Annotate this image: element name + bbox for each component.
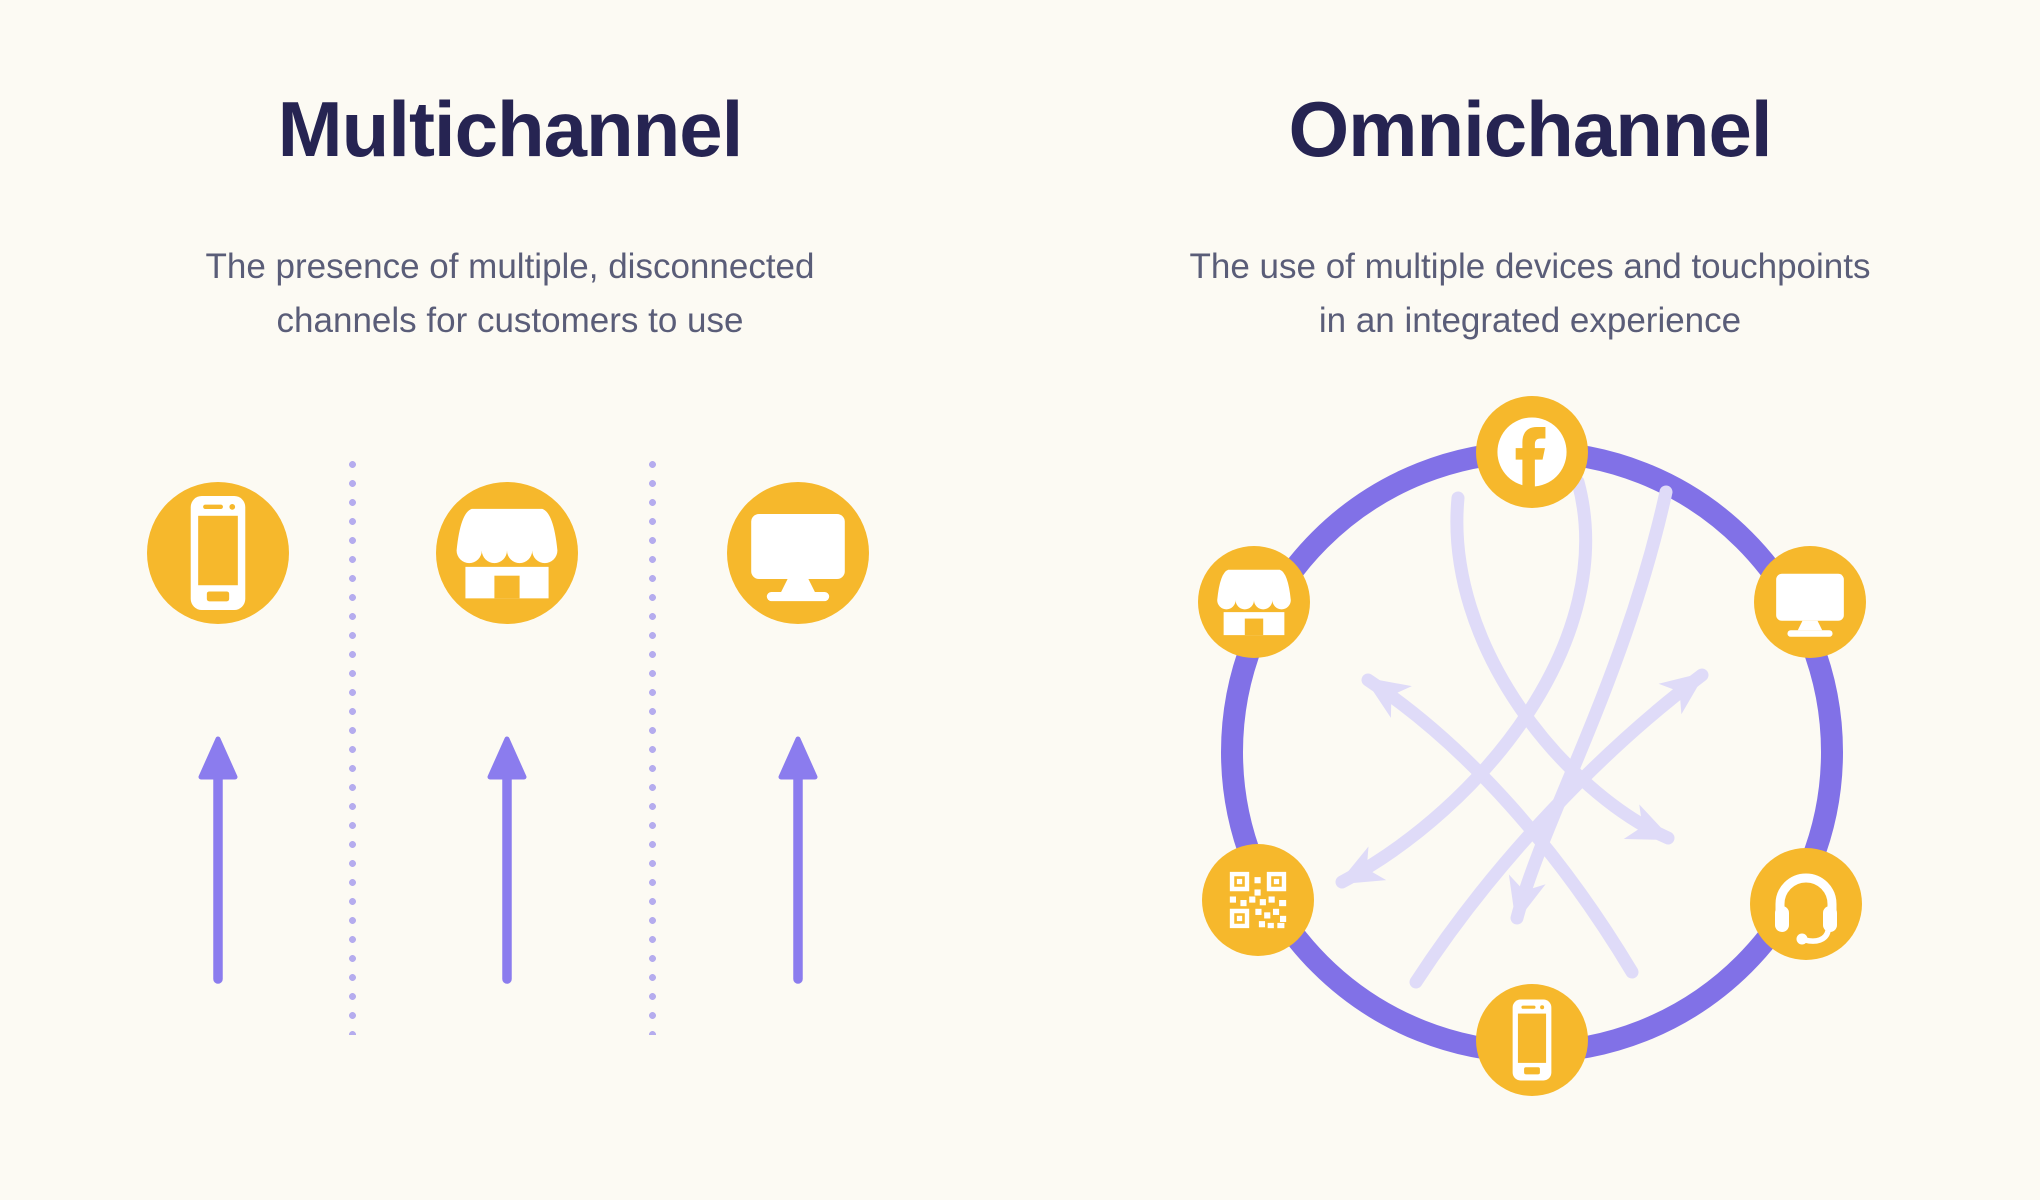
omnichannel-description-line-1: The use of multiple devices and touchpoi… (1189, 247, 1871, 286)
node-smartphone (1476, 984, 1588, 1096)
store-icon (444, 490, 570, 616)
omnichannel-description-line-2: in an integrated experience (1318, 301, 1742, 340)
smartphone-icon (156, 491, 280, 615)
node-headset (1750, 848, 1862, 960)
up-arrow-smartphone (198, 736, 238, 984)
up-arrow-desktop (778, 736, 818, 984)
dotted-separator-1 (349, 455, 356, 1035)
omnichannel-title: Omnichannel (1288, 85, 1772, 173)
node-qr-code (1202, 844, 1314, 956)
multichannel-description: The presence of multiple, disconnected c… (0, 240, 1020, 348)
multichannel-title: Multichannel (277, 85, 744, 173)
channel-circle-smartphone (147, 482, 289, 624)
facebook-icon (1497, 417, 1567, 487)
multichannel-description-line-2: channels for customers to use (276, 301, 744, 340)
arrow-to-lower-right (1450, 491, 1675, 845)
smartphone-icon (1512, 999, 1552, 1081)
multichannel-description-line-1: The presence of multiple, disconnected (205, 247, 815, 286)
connection-ring (1221, 441, 1843, 1063)
multichannel-panel: Multichannel The presence of multiple, d… (0, 85, 1020, 1035)
node-facebook (1476, 396, 1588, 508)
node-store (1198, 546, 1310, 658)
up-arrow-store (487, 736, 527, 984)
channel-circle-store (436, 482, 578, 624)
omnichannel-ring-diagram (1198, 396, 1866, 1096)
omnichannel-panel: Omnichannel The use of multiple devices … (1020, 0, 2040, 1200)
node-desktop (1754, 546, 1866, 658)
dotted-separator-2 (649, 455, 656, 1035)
crisscross-arrows (1335, 475, 1709, 989)
arrow-to-upper-left (1361, 673, 1639, 979)
arrow-to-bottom (1508, 485, 1673, 925)
channel-circle-desktop (727, 482, 869, 624)
desktop-icon (733, 488, 863, 618)
omnichannel-description: The use of multiple devices and touchpoi… (1020, 240, 2040, 348)
